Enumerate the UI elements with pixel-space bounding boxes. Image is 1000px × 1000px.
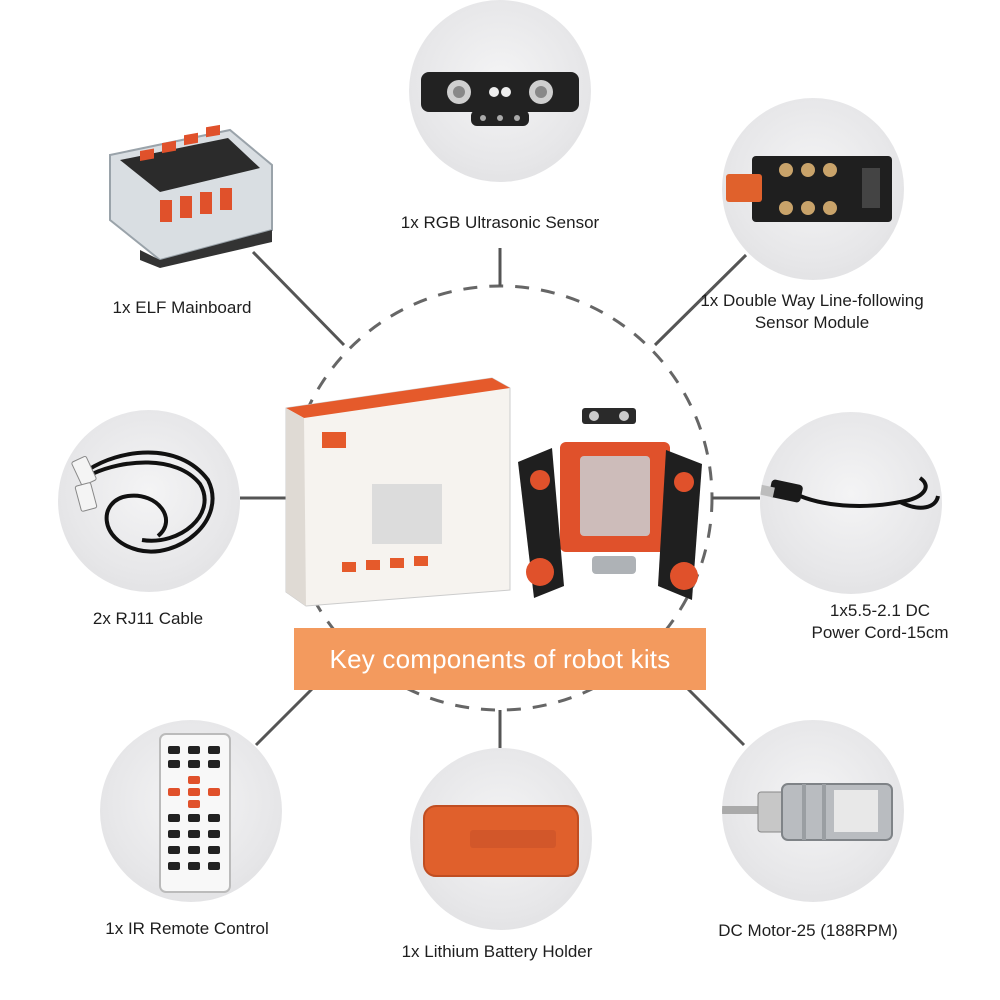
- ultrasonic-sensor-bubble: [409, 0, 591, 182]
- battery-bubble: [410, 748, 592, 930]
- line-sensor-caption: 1x Double Way Line-following Sensor Modu…: [672, 290, 952, 334]
- motor-bubble: [722, 720, 904, 902]
- motor-icon: [722, 783, 893, 841]
- rj11-bubble: [58, 410, 240, 592]
- rj11-caption-text: 2x RJ11 Cable: [92, 609, 204, 628]
- battery-caption-text: 1x Lithium Battery Holder: [401, 942, 593, 961]
- line-sensor-caption-line2: Sensor Module: [754, 313, 870, 332]
- connector-line-top-right: [653, 253, 748, 347]
- mainboard-icon: [109, 124, 273, 268]
- power-cord-caption: 1x5.5-2.1 DC Power Cord-15cm: [740, 600, 1000, 644]
- motor-caption: DC Motor-25 (188RPM): [668, 920, 948, 942]
- power-cord-caption-line2: Power Cord-15cm: [811, 623, 949, 642]
- rj11-caption: 2x RJ11 Cable: [8, 608, 288, 630]
- remote-bubble: [100, 720, 282, 902]
- cable-icon: [71, 450, 215, 554]
- mainboard-image: [100, 110, 280, 270]
- line-sensor-bubble: [722, 98, 904, 280]
- center-title-text: Key components of robot kits: [329, 643, 671, 674]
- connector-line-top-left: [251, 250, 346, 347]
- remote-caption-text: 1x IR Remote Control: [105, 919, 269, 938]
- robot-kit-icon: [285, 377, 702, 607]
- motor-caption-text: DC Motor-25 (188RPM): [718, 921, 898, 940]
- ultrasonic-sensor-icon: [421, 72, 579, 126]
- battery-icon: [423, 805, 579, 877]
- battery-caption: 1x Lithium Battery Holder: [357, 941, 637, 963]
- power-cord-caption-line1: 1x5.5-2.1 DC: [829, 601, 931, 620]
- remote-caption: 1x IR Remote Control: [47, 918, 327, 940]
- center-title-banner: Key components of robot kits: [294, 628, 706, 690]
- ultrasonic-caption-text: 1x RGB Ultrasonic Sensor: [400, 213, 600, 232]
- mainboard-caption: 1x ELF Mainboard: [42, 297, 322, 319]
- remote-icon: [159, 733, 231, 893]
- line-sensor-caption-line1: 1x Double Way Line-following: [700, 291, 924, 310]
- power-cord-icon: [760, 476, 940, 510]
- robot-kit-product-image: [282, 372, 732, 622]
- mainboard-caption-text: 1x ELF Mainboard: [112, 298, 252, 317]
- power-cord-bubble: [760, 412, 942, 594]
- ultrasonic-caption: 1x RGB Ultrasonic Sensor: [360, 212, 640, 234]
- line-sensor-icon: [726, 156, 892, 222]
